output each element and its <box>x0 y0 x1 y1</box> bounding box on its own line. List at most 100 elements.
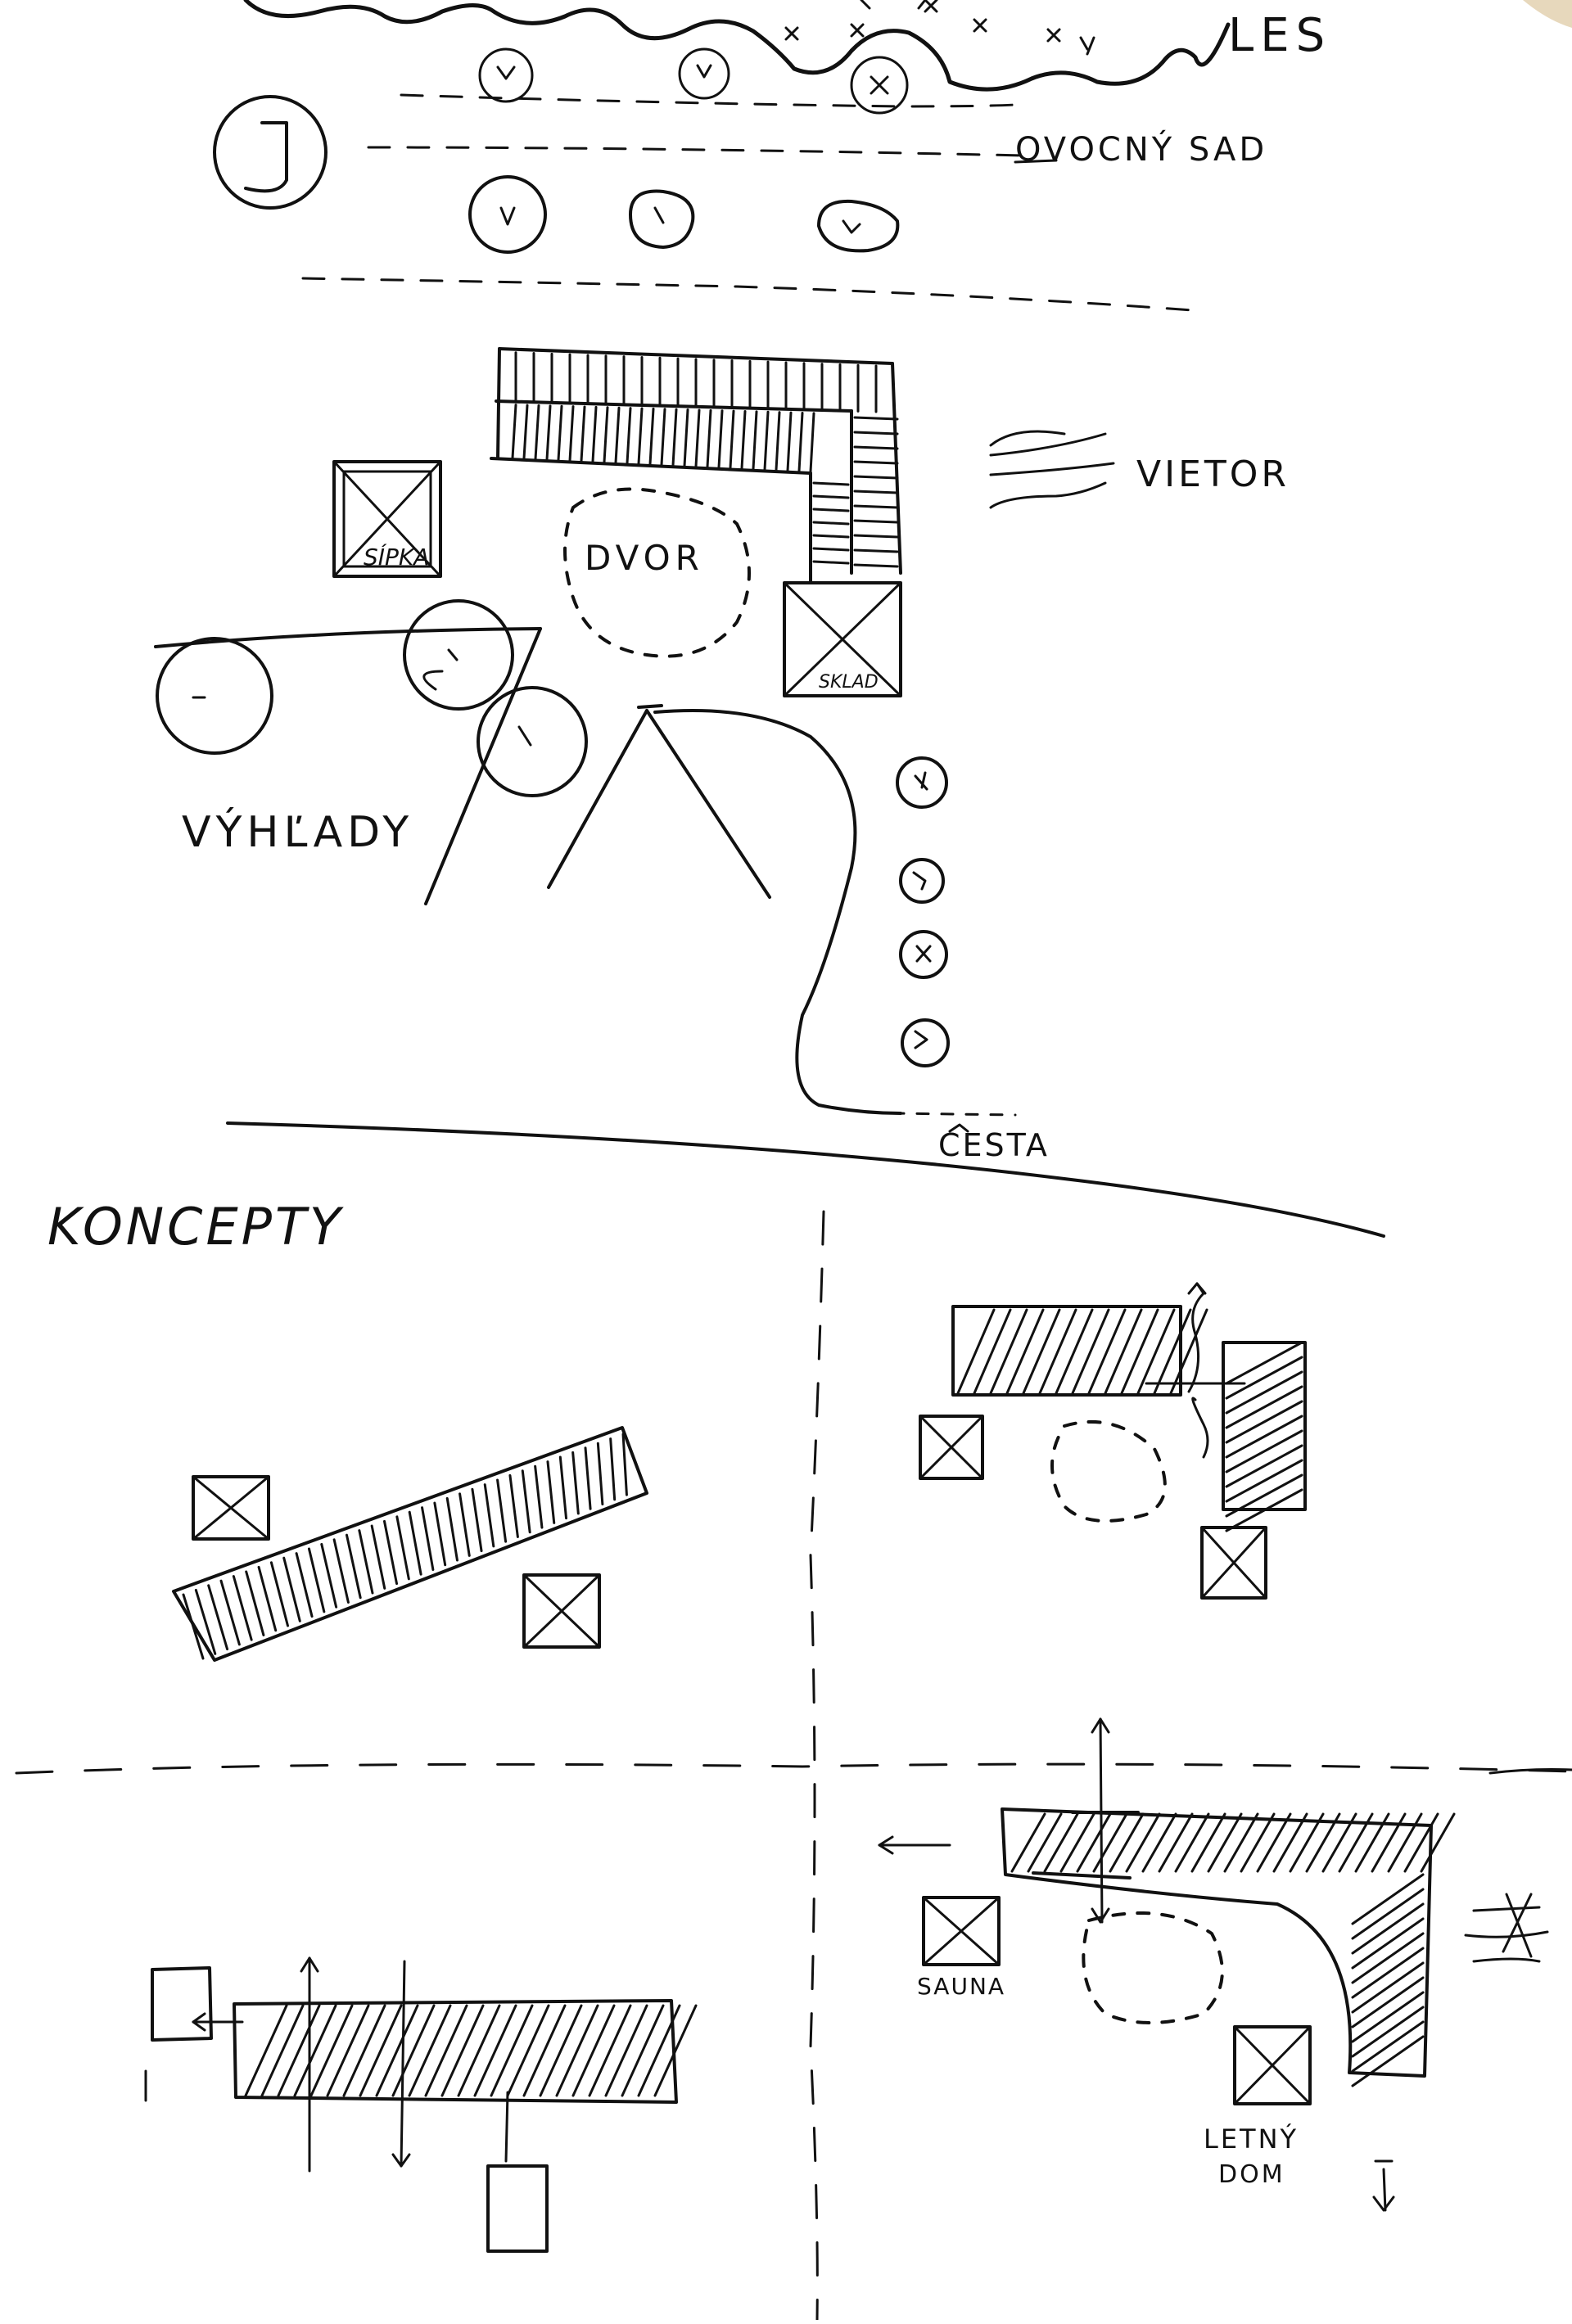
hatch-stroke <box>260 2004 305 2097</box>
hatch-stroke <box>1120 1308 1159 1395</box>
road-trees <box>896 756 950 1067</box>
hatch-stroke <box>812 547 850 552</box>
orchard-trees <box>468 175 900 254</box>
hatch-stroke <box>1289 1812 1325 1873</box>
hatch-stroke <box>989 1308 1028 1395</box>
hatch-stroke <box>1225 1341 1303 1385</box>
hatch-stroke <box>1240 1812 1276 1873</box>
hatch-stroke <box>1354 1812 1390 1873</box>
main-building-north-wing <box>490 347 894 475</box>
hatch-stroke <box>458 1492 471 1557</box>
hatch-stroke <box>307 1547 326 1613</box>
hatch-stroke <box>1351 2035 1425 2087</box>
hatch-stroke <box>591 405 598 463</box>
hatch-stroke <box>1225 1370 1303 1415</box>
hatch-stroke <box>1225 1429 1303 1473</box>
hatch-stroke <box>1169 1308 1208 1395</box>
hatch-stroke <box>604 2004 648 2097</box>
sauna-label: SAUNA <box>917 1973 1005 2000</box>
hatch-stroke <box>219 1579 241 1646</box>
hatch-stroke <box>457 2004 501 2097</box>
hatch-stroke <box>1305 1812 1341 1873</box>
hatch-stroke <box>395 1515 410 1581</box>
hatch-stroke <box>508 1473 519 1538</box>
hatch-stroke <box>596 1442 604 1505</box>
hatch-stroke <box>1136 1308 1176 1395</box>
hatch-stroke <box>1223 1812 1259 1873</box>
hatch-stroke <box>1027 1812 1063 1873</box>
hatch-stroke <box>1225 1385 1303 1429</box>
views-trees <box>156 599 588 797</box>
hatch-stroke <box>408 1510 422 1576</box>
hatch-stroke <box>648 407 655 466</box>
hatch-stroke <box>1055 1308 1094 1395</box>
road-line <box>226 1121 1385 1238</box>
hatch-stroke <box>621 1433 628 1496</box>
concept-2-courtyard <box>919 1282 1307 1600</box>
hatch-stroke <box>853 534 899 539</box>
hatch-stroke <box>812 534 850 539</box>
hatch-stroke <box>809 412 815 473</box>
hatch-stroke <box>1225 1444 1303 1488</box>
hatch-stroke <box>473 2004 517 2097</box>
hatch-stroke <box>1225 1400 1303 1444</box>
quadrant-divider-vertical <box>809 1210 825 2322</box>
barn-label: SÍPKA <box>364 543 429 571</box>
hatch-stroke <box>1351 2006 1425 2058</box>
hatch-stroke <box>1104 1308 1143 1395</box>
hatch-stroke <box>853 431 899 435</box>
hatch-stroke <box>571 1451 580 1515</box>
hatch-stroke <box>797 411 804 472</box>
hatch-stroke <box>588 2004 632 2097</box>
hatch-stroke <box>1403 1812 1439 1873</box>
hatch-stroke <box>1351 1991 1425 2043</box>
barn-box <box>332 460 442 578</box>
hatch-stroke <box>257 1565 278 1632</box>
hatch-stroke <box>1351 1873 1425 1925</box>
hatch-stroke <box>391 2004 436 2097</box>
hatch-stroke <box>483 1483 495 1548</box>
hatch-stroke <box>812 560 850 565</box>
hatch-stroke <box>555 2004 599 2097</box>
hatch-stroke <box>182 1593 205 1660</box>
hatch-stroke <box>326 2004 370 2097</box>
hatch-stroke <box>671 408 678 467</box>
hatch-stroke <box>763 410 770 472</box>
hatch-stroke <box>490 2004 534 2097</box>
wind-label: VIETOR <box>1136 454 1290 495</box>
hatch-stroke <box>571 2004 616 2097</box>
hatch-stroke <box>584 1446 592 1510</box>
hatch-stroke <box>1071 1308 1110 1395</box>
hatch-stroke <box>546 1460 556 1524</box>
hatch-stroke <box>534 1464 544 1529</box>
hatch-stroke <box>609 1437 617 1501</box>
hatch-stroke <box>1059 1812 1095 1873</box>
hatch-stroke <box>637 407 644 465</box>
hatch-stroke <box>194 1588 217 1655</box>
hatch-stroke <box>1351 1917 1425 1970</box>
hatch-stroke <box>295 1552 314 1618</box>
hatch-stroke <box>320 1542 338 1609</box>
hatch-stroke <box>1321 1812 1357 1873</box>
hatch-stroke <box>244 2004 288 2097</box>
hatch-stroke <box>580 405 586 463</box>
hatch-stroke <box>1371 1812 1407 1873</box>
storage-label: SKLAD <box>819 672 879 693</box>
hatch-stroke <box>603 406 609 464</box>
views-label: VÝHĽADY <box>182 807 413 857</box>
hatch-stroke <box>269 1561 289 1627</box>
hatch-stroke <box>522 404 529 460</box>
hatch-stroke <box>1338 1812 1374 1873</box>
hatch-stroke <box>1174 1812 1210 1873</box>
main-building-east-wing <box>809 362 902 583</box>
hatch-stroke <box>383 1519 399 1586</box>
hatch-stroke <box>1225 1415 1303 1459</box>
hatch-stroke <box>1125 1812 1161 1873</box>
hatch-stroke <box>1141 1812 1177 1873</box>
hatch-stroke <box>1190 1812 1226 1873</box>
hatch-stroke <box>614 406 621 464</box>
hatch-stroke <box>1351 2020 1425 2073</box>
entrance-path-dashes <box>891 1112 1017 1117</box>
